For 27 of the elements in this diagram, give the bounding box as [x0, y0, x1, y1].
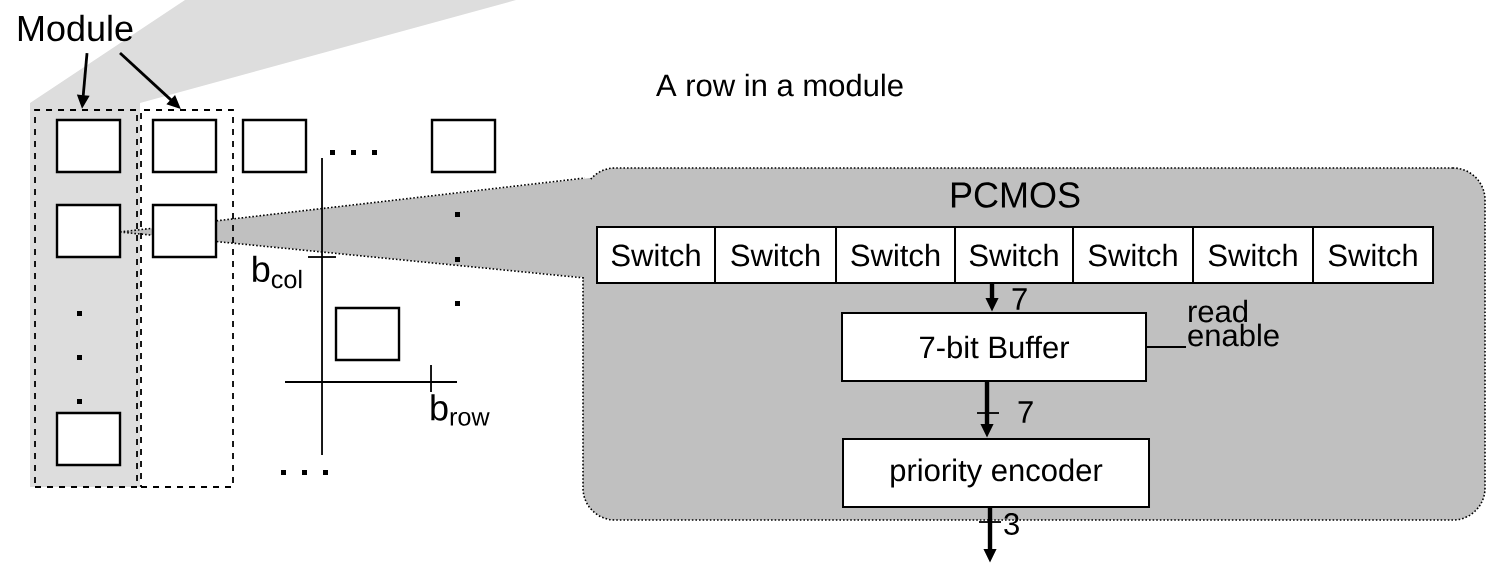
edge-label: 7: [1012, 288, 1027, 310]
cell-square: [241, 118, 308, 174]
module-outline: [140, 109, 234, 488]
axis-label: b$_{row}$: [431, 394, 490, 426]
switch-cell: Switch: [1312, 226, 1434, 284]
cell-square: [55, 411, 122, 467]
switch-cell: Switch: [1072, 226, 1194, 284]
switch-cell: Switch: [1192, 226, 1314, 284]
signal-label: read enable: [1188, 299, 1279, 347]
module-label: Module: [18, 14, 133, 42]
leader-line: [1146, 346, 1187, 348]
switch-cell: Switch: [596, 226, 716, 284]
axis-label: b$_{col}$: [253, 255, 302, 289]
module-outline: [34, 109, 138, 488]
cell-square: [334, 306, 401, 362]
switch-cell: Switch: [954, 226, 1074, 284]
cell-square: [430, 118, 497, 174]
cell-square: [55, 203, 122, 259]
cell-square: [55, 118, 122, 174]
logic-block: 7-bit Buffer: [841, 312, 1147, 382]
switch-cell: Switch: [714, 226, 837, 284]
cell-square: [151, 203, 218, 259]
cell-square: [151, 118, 218, 174]
heading: A row in a module: [656, 73, 903, 97]
switch-cell: Switch: [835, 226, 956, 284]
edge-label: 7: [1018, 401, 1033, 423]
logic-block: priority encoder: [842, 438, 1150, 508]
